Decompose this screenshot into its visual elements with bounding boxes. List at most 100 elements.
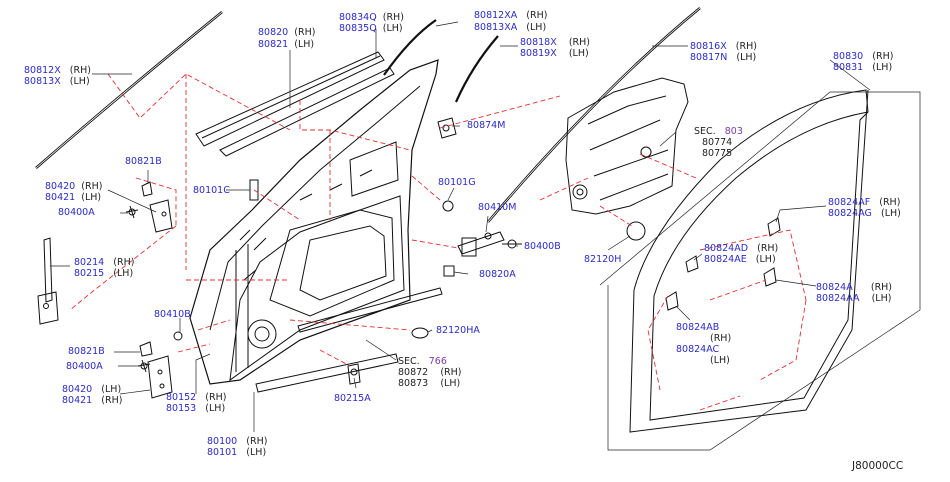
part-number: 80421 <box>45 192 76 203</box>
side-indicator: (LH) <box>205 403 226 414</box>
label-80816x: 80816X (RH) <box>690 41 757 52</box>
side-indicator: (RH) <box>205 392 227 403</box>
label-80421-upper: 80421 (LH) <box>45 192 101 203</box>
label-80421-lower: 80421 (RH) <box>62 395 122 406</box>
side-indicator: (LH) <box>81 192 102 203</box>
side-indicator: (LH) <box>736 52 757 63</box>
clip-80824af <box>767 217 781 237</box>
section-part: 80873 <box>398 378 429 389</box>
part-number: 80831 <box>833 62 864 73</box>
clip-80824ad <box>685 255 699 273</box>
part-number: 80835Q <box>339 23 377 34</box>
side-indicator: (LH) <box>113 268 134 279</box>
part-number: 80410B <box>154 309 191 320</box>
section-ref-803: SEC. 803 <box>694 126 743 137</box>
section-ref-766-part-1: 80872 (RH) <box>398 367 462 378</box>
section-part: 80774 <box>702 137 733 148</box>
part-number: 80818X <box>520 37 557 48</box>
side-indicator: (LH) <box>880 208 901 219</box>
roof-moulding-left <box>35 11 223 169</box>
side-indicator: (RH) <box>440 367 462 378</box>
side-indicator: (RH) <box>294 27 316 38</box>
side-indicator: (LH) <box>246 447 267 458</box>
section-part: 80872 <box>398 367 429 378</box>
part-number: 82120HA <box>436 325 480 336</box>
side-indicator: (RH) <box>710 333 732 344</box>
door-panel <box>189 59 439 385</box>
label-80420-lower: 80420 (LH) <box>62 384 121 395</box>
hinge-upper <box>141 181 173 233</box>
side-indicator: (LH) <box>755 254 776 265</box>
clip-80824a <box>763 267 777 287</box>
label-80215a: 80215A <box>334 393 371 404</box>
clip-80820a <box>443 265 455 277</box>
part-number: 80421 <box>62 395 93 406</box>
side-indicator: (LH) <box>440 378 461 389</box>
side-indicator: (LH) <box>294 39 315 50</box>
belt-weatherstrip <box>195 51 395 157</box>
label-80835q: 80835Q (LH) <box>339 23 403 34</box>
clip-80101g <box>442 200 454 212</box>
door-sill-strip <box>255 353 399 393</box>
label-80824af: 80824AF (RH) <box>828 197 900 208</box>
part-number: 80100 <box>207 436 238 447</box>
part-number: 80816X <box>690 41 727 52</box>
part-number: 80821B <box>125 156 162 167</box>
hinge-lower <box>139 341 173 399</box>
label-80824aa: 80824AA (LH) <box>816 293 891 304</box>
part-number: 80400B <box>524 241 561 252</box>
side-indicator: (LH) <box>101 384 122 395</box>
side-indicator: (LH) <box>710 355 730 366</box>
part-number: 80214 <box>74 257 105 268</box>
part-number: 80821B <box>68 346 105 357</box>
side-indicator: (RH) <box>101 395 123 406</box>
side-indicator: (RH) <box>526 10 548 21</box>
section-prefix: SEC. <box>694 126 716 137</box>
sealing-screen <box>565 77 689 215</box>
label-80824ab-side: (RH) <box>710 333 731 344</box>
bracket-80214 <box>37 237 59 325</box>
part-number: 80101C <box>193 185 230 196</box>
part-number: 80153 <box>166 403 197 414</box>
door-trim-strip <box>297 287 443 333</box>
label-80817n: 80817N (LH) <box>690 52 756 63</box>
door-weatherstrip <box>629 89 869 433</box>
label-80153: 80153 (LH) <box>166 403 225 414</box>
bolt-80410b <box>173 331 183 341</box>
side-indicator: (LH) <box>872 62 893 73</box>
plug-82120h <box>626 221 646 241</box>
part-number: 80101 <box>207 447 238 458</box>
label-80824ag: 80824AG (LH) <box>828 208 901 219</box>
label-80831: 80831 (LH) <box>833 62 892 73</box>
clip-80824ab <box>665 291 679 311</box>
moulding-80818x <box>454 35 499 103</box>
label-80820: 80820 (RH) <box>258 27 315 38</box>
part-number: 80824AE <box>704 254 747 265</box>
label-80821b-lower: 80821B <box>68 346 105 357</box>
label-82120ha: 82120HA <box>436 325 480 336</box>
plug-82120ha <box>411 327 429 339</box>
label-80824ac: 80824AC <box>676 344 719 355</box>
part-number: 80817N <box>690 52 728 63</box>
part-number: 80824AG <box>828 208 872 219</box>
section-number: 766 <box>428 356 447 367</box>
side-indicator: (RH) <box>872 51 894 62</box>
part-number: 80420 <box>62 384 93 395</box>
label-82120h: 82120H <box>584 254 621 265</box>
label-80214: 80214 (RH) <box>74 257 134 268</box>
label-80100: 80100 (RH) <box>207 436 267 447</box>
screw-80215a <box>347 363 361 385</box>
side-indicator: (RH) <box>870 282 893 293</box>
side-indicator: (RH) <box>879 197 901 208</box>
side-indicator: (RH) <box>246 436 268 447</box>
label-80101c: 80101C <box>193 185 230 196</box>
side-indicator: (LH) <box>568 48 589 59</box>
label-80410b: 80410B <box>154 309 191 320</box>
side-indicator: (LH) <box>526 22 547 33</box>
label-80824ab: 80824AB <box>676 322 719 333</box>
part-number: 80874M <box>467 120 506 131</box>
label-80812x: 80812X (RH) <box>24 65 91 76</box>
grommet-80874m <box>437 117 457 139</box>
part-number: 80400A <box>66 361 103 372</box>
